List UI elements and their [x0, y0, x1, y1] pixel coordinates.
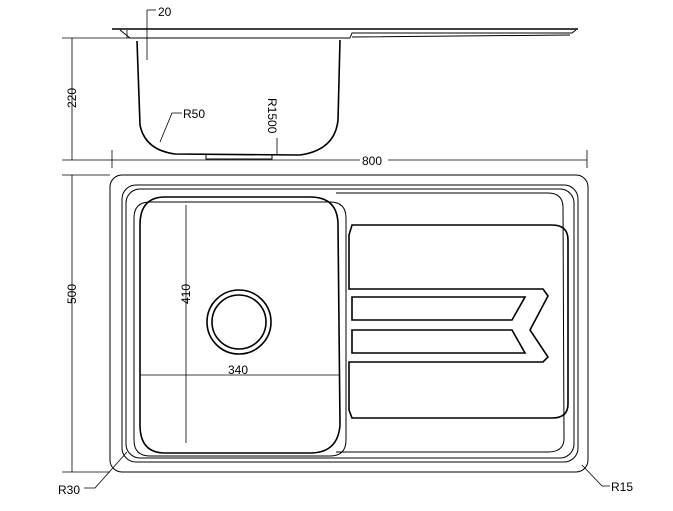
rim-outline: [121, 184, 579, 463]
rim-left: [119, 29, 210, 39]
height-label: 500: [65, 284, 79, 304]
width-label: 800: [362, 154, 382, 168]
bowl-outline: [139, 196, 341, 454]
drain-circle-inner: [211, 294, 267, 350]
bowl-height-label: 410: [179, 284, 193, 304]
bowl-width-label: 340: [228, 363, 248, 377]
drain-outlet: [205, 155, 273, 160]
dimensions: 20 220 R50 R1500 800 500 410 340 R30 R15: [58, 5, 633, 497]
depth-label: 220: [65, 88, 79, 108]
drain-circle-outer: [206, 289, 272, 355]
rim-thickness-label: 20: [158, 5, 172, 19]
rim-drainer: [130, 29, 577, 39]
outer-outline: [109, 174, 589, 473]
rib-2: [351, 329, 527, 354]
bottom-radius-label: R1500: [265, 98, 279, 134]
corner-radius-label: R50: [183, 107, 205, 121]
rib-1: [351, 296, 527, 321]
bowl-profile: [136, 39, 341, 156]
side-view: [112, 28, 578, 160]
drainer-outer: [336, 192, 565, 453]
top-view: [109, 174, 589, 473]
outer-corner-label: R15: [611, 480, 633, 494]
drainer-ribs-outline: [348, 224, 569, 419]
bowl-corner-label: R30: [58, 483, 80, 497]
